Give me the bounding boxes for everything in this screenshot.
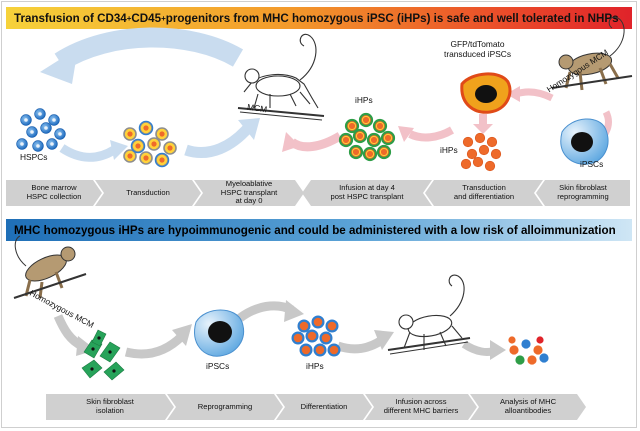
top-step-2-line1: Transduction [126, 187, 170, 197]
bottom-step-2: Reprogramming [167, 394, 283, 420]
bottom-step-1-line2: isolation [96, 406, 124, 415]
top-step-5-line2: and differentiation [453, 192, 515, 201]
label-ihps-orange: iHPs [440, 145, 458, 155]
arrow-gfp-to-ihps [473, 114, 493, 134]
bottom-step-3: Differentiation [276, 394, 372, 420]
title-sup-1: + [126, 13, 132, 23]
title-sup-2: + [161, 13, 166, 23]
label-ipscs-bottom: iPSCs [206, 361, 230, 371]
ipsc-cell-top [560, 118, 609, 165]
mcm-monkey [237, 33, 325, 121]
top-step-1-line1: Bone marrow [31, 183, 77, 193]
arrow-hspc-transduction [59, 144, 117, 162]
homozygous-mcm-monkey-bottom [13, 235, 87, 299]
bottom-step-1-line1: Skin fibroblast [86, 397, 134, 407]
top-panel-title: Transfusion of CD34+CD45+ progenitors fr… [6, 7, 632, 29]
top-step-2: Transduction [95, 180, 201, 206]
alloantibody-cells [508, 336, 549, 365]
bottom-step-2-line1: Reprogramming [197, 401, 253, 411]
top-step-3-line2: HSPC transplant [220, 187, 278, 197]
bottom-step-5-line2: alloantibodies [504, 406, 552, 415]
return-arrow [54, 27, 244, 71]
ihp-cells-top [338, 112, 396, 162]
hspc-cells [16, 108, 66, 152]
bottom-step-4-line1: Infusion across [395, 397, 447, 407]
return-arrowhead [40, 48, 78, 84]
top-step-3-line1: Myeloablative [225, 178, 273, 188]
gfp-ipsc-cell [460, 72, 512, 114]
label-gfp-line1: GFP/tdTomato [450, 39, 505, 49]
label-gfp-ipscs: GFP/tdTomato transduced iPSCs [444, 39, 512, 59]
top-step-4-line1: Infusion at day 4 [339, 183, 395, 193]
top-step-3-line3: at day 0 [235, 196, 263, 206]
arrow-transduction-mcm [184, 124, 253, 159]
title-part-pre: Transfusion of CD34 [14, 11, 127, 25]
top-step-6-line2: reprogramming [557, 192, 609, 201]
arrow-ihps-monkey [336, 336, 385, 354]
arrow-ipsc-ihps [237, 301, 295, 322]
homozygous-mcm-monkey-top [551, 16, 633, 91]
title-part-mid: CD45 [131, 11, 162, 25]
arrow-ihps-mcm [289, 132, 343, 152]
arrow-fibroblast-ipsc [124, 332, 186, 359]
top-step-6-line1: Skin fibroblast [559, 183, 607, 193]
bottom-step-5-line1: Analysis of MHC [499, 397, 557, 407]
transduced-cells [123, 120, 177, 168]
fibroblast-cells [81, 329, 125, 381]
top-step-5-line1: Transduction [462, 183, 506, 193]
ihp-cells-orange [460, 132, 502, 172]
bottom-step-3-line1: Differentiation [300, 401, 348, 411]
arrow-orange-ihps [408, 126, 454, 142]
ihp-cells-bottom [291, 315, 341, 357]
arrow-ipscs-gfp [514, 88, 554, 102]
label-ipscs-top: iPSCs [580, 159, 604, 169]
label-ihps-bottom: iHPs [306, 361, 324, 371]
label-hspcs: HSPCs [20, 152, 48, 162]
ipsc-cell-bottom [194, 309, 244, 357]
top-step-1-line2: HSPC collection [26, 192, 82, 201]
bottom-step-4-line2: different MHC barriers [383, 406, 459, 415]
recipient-monkey [387, 274, 471, 355]
title-part-post: progenitors from MHC homozygous iPSC (iH… [165, 11, 619, 25]
bottom-panel-title: MHC homozygous iHPs are hypoimmunogenic … [6, 219, 632, 241]
bottom-title-text: MHC homozygous iHPs are hypoimmunogenic … [14, 223, 616, 237]
top-step-4-line2: post HSPC transplant [330, 192, 404, 201]
label-ihps-top: iHPs [355, 95, 373, 105]
label-gfp-line2: transduced iPSCs [444, 48, 512, 59]
